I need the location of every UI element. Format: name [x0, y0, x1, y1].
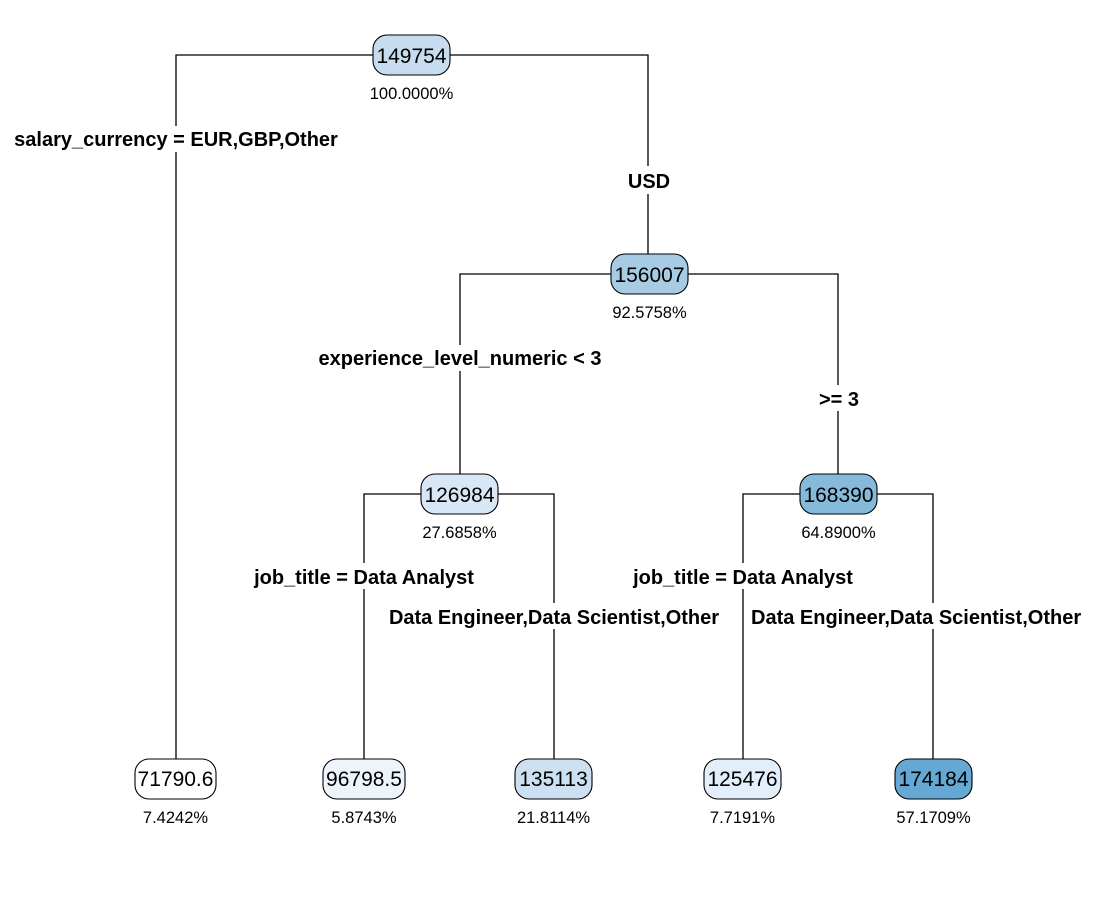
edge-root [175, 54, 649, 760]
leaf-value: 71790.6 [138, 768, 214, 791]
split-label-job-title-left-2: job_title = Data Analyst [632, 567, 853, 589]
tree-node-root: 149754 100.0000% [370, 34, 454, 103]
leaf-box [703, 758, 782, 800]
node-percent: 100.0000% [370, 85, 454, 103]
leaf-box [514, 758, 593, 800]
split-label-job-title-left-1: job_title = Data Analyst [253, 567, 474, 589]
leaf-value: 96798.5 [326, 768, 402, 791]
tree-leaf-5: 174184 57.1709% [894, 758, 973, 827]
node-box [372, 34, 451, 76]
split-label-experience-low: experience_level_numeric < 3 [319, 348, 602, 370]
leaf-box [894, 758, 973, 800]
split-label-job-title-right-2: Data Engineer,Data Scientist,Other [751, 607, 1081, 629]
node-percent: 64.8900% [801, 524, 876, 542]
leaf-box [134, 758, 217, 800]
node-box [420, 473, 499, 515]
split-label-job-title-right-1: Data Engineer,Data Scientist,Other [389, 607, 719, 629]
split-labels: salary_currency = EUR,GBP,Other USD expe… [0, 126, 1110, 629]
leaf-value: 125476 [707, 768, 777, 791]
split-label-usd: USD [628, 171, 670, 193]
node-percent: 92.5758% [612, 304, 687, 322]
leaf-percent: 21.8114% [517, 809, 590, 827]
leaf-percent: 7.4242% [143, 809, 208, 827]
leaf-percent: 7.7191% [710, 809, 775, 827]
tree-node-experience-high: 168390 64.8900% [799, 473, 878, 542]
node-value: 149754 [376, 45, 446, 68]
tree-node-usd: 156007 92.5758% [610, 253, 689, 322]
leaf-percent: 5.8743% [331, 809, 396, 827]
node-percent: 27.6858% [422, 524, 497, 542]
tree-node-experience-low: 126984 27.6858% [420, 473, 499, 542]
node-value: 156007 [614, 264, 684, 287]
leaf-value: 174184 [898, 768, 968, 791]
leaf-percent: 57.1709% [896, 809, 971, 827]
node-box [610, 253, 689, 295]
split-label-experience-high: >= 3 [819, 389, 859, 411]
tree-leaf-2: 96798.5 5.8743% [322, 758, 406, 827]
node-value: 168390 [803, 484, 873, 507]
split-label-salary-currency: salary_currency = EUR,GBP,Other [14, 129, 338, 151]
tree-leaf-3: 135113 21.8114% [514, 758, 593, 827]
node-value: 126984 [424, 484, 494, 507]
leaf-box [322, 758, 406, 800]
node-box [799, 473, 878, 515]
tree-leaf-4: 125476 7.7191% [703, 758, 782, 827]
leaf-value: 135113 [519, 768, 588, 791]
tree-leaf-1: 71790.6 7.4242% [134, 758, 217, 827]
